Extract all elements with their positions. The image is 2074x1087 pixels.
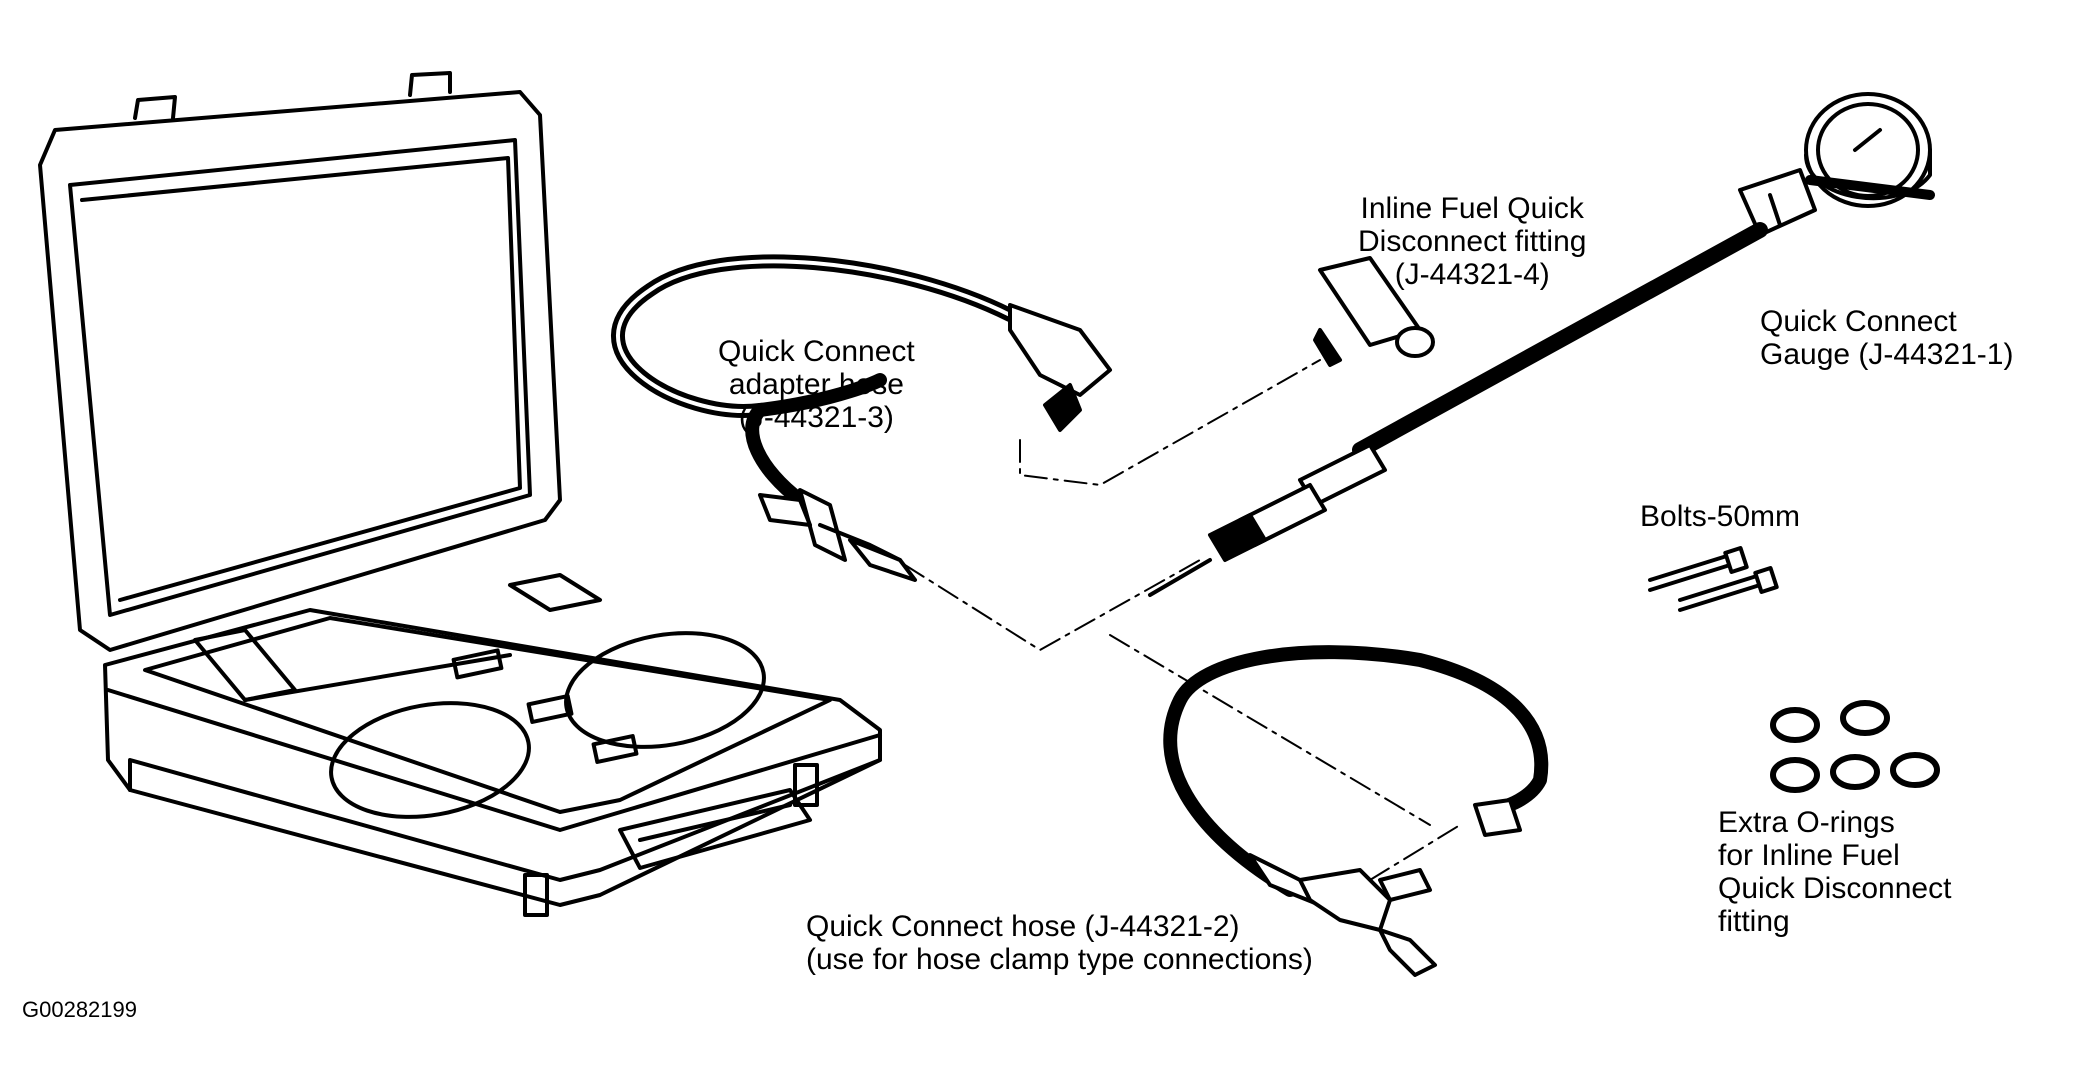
- figure-id: G00282199: [22, 997, 137, 1022]
- adapter-hose: [611, 254, 1112, 582]
- inline-fitting: [1313, 256, 1435, 367]
- label-quick-connect-gauge: Quick Connect Gauge (J-44321-1): [1760, 305, 2014, 371]
- label-bolts: Bolts-50mm: [1640, 500, 1801, 533]
- carrying-case: [38, 71, 882, 917]
- label-inline-fitting: Inline Fuel Quick Disconnect fitting (J-…: [1358, 192, 1587, 291]
- quick-connect-hose: [1163, 645, 1549, 977]
- label-quick-connect-hose: Quick Connect hose (J-44321-2) (use for …: [806, 910, 1313, 976]
- label-adapter-hose: Quick Connect adapter hose (J-44321-3): [718, 335, 915, 434]
- connection-leader-lines: [904, 359, 1461, 881]
- label-extra-o-rings: Extra O-rings for Inline Fuel Quick Disc…: [1718, 806, 1952, 938]
- o-rings: [1770, 700, 1940, 793]
- gauge-assembly: [1148, 92, 1935, 597]
- bolts: [1648, 546, 1779, 612]
